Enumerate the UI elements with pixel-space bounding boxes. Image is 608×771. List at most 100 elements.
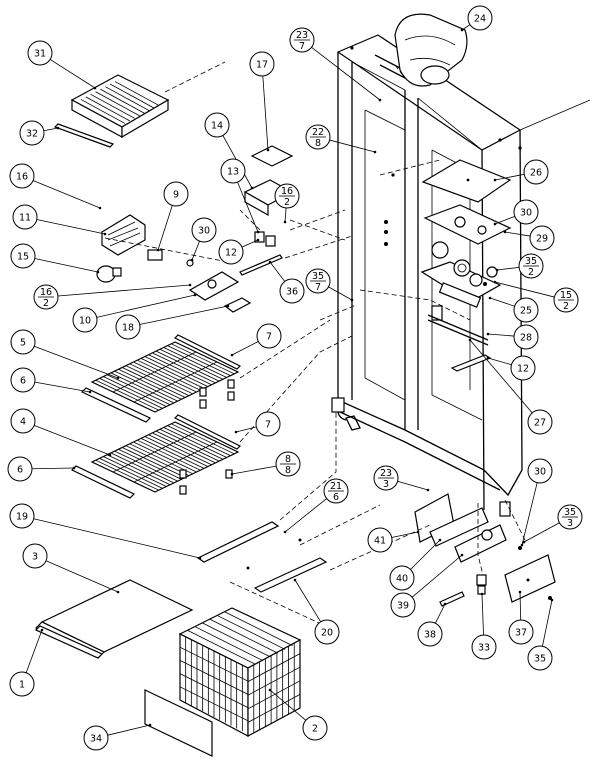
shelf-upper (90, 334, 242, 413)
callout-7: 7 (230, 323, 282, 357)
callout-numerator: 35 (564, 507, 576, 518)
callout-label: 27 (534, 418, 546, 429)
callout-label: 17 (256, 60, 268, 71)
callout-4: 4 (10, 408, 112, 457)
callout-label: 39 (397, 601, 409, 612)
callout-23-7: 237 (289, 27, 382, 102)
basket-front (144, 689, 213, 757)
switch-bracket (188, 271, 240, 301)
callout-label: 35 (534, 654, 546, 665)
callout-circle (191, 217, 217, 243)
rod-36 (239, 254, 283, 276)
callout-label: 12 (225, 248, 237, 259)
callout-circle (249, 51, 275, 77)
callout-circle (218, 239, 244, 265)
callout-label: 37 (515, 628, 527, 639)
shelf-support-right (450, 354, 492, 372)
tray-strip (53, 123, 115, 148)
callout-layer: 3132171422823724161191316212301516210183… (7, 5, 583, 751)
callout-numerator: 23 (296, 30, 308, 41)
callout-37: 37 (508, 590, 534, 645)
callout-circle (390, 592, 416, 618)
callout-denominator: 7 (299, 41, 305, 52)
knob-33 (476, 574, 487, 595)
callout-11: 11 (12, 204, 107, 236)
callout-denominator: 8 (285, 465, 291, 476)
callout-circle (10, 367, 36, 393)
callout-circle (527, 645, 553, 671)
callout-label: 34 (90, 734, 102, 745)
callout-circle (115, 314, 141, 340)
clip-12 (265, 235, 276, 247)
callout-30: 30 (190, 217, 217, 262)
panel-37 (504, 554, 556, 603)
control-bracket (423, 204, 512, 245)
callout-label: 19 (16, 512, 28, 523)
callout-16: 16 (9, 163, 102, 210)
shelf-supports-upper (199, 379, 235, 409)
callout-12: 12 (218, 238, 260, 265)
callout-numerator: 21 (330, 481, 342, 492)
callout-24: 24 (460, 5, 493, 32)
callout-label: 30 (520, 208, 532, 219)
callout-label: 6 (17, 465, 23, 476)
callout-label: 7 (266, 332, 272, 343)
callout-circle (508, 619, 534, 645)
callout-circle (22, 543, 48, 569)
rail-20 (253, 557, 328, 593)
callout-circle (7, 456, 33, 482)
callout-denominator: 2 (43, 298, 49, 309)
callout-label: 7 (265, 420, 271, 431)
callout-circle (527, 409, 553, 435)
callout-6: 6 (7, 456, 76, 482)
callout-41: 41 (367, 527, 420, 553)
glass-shelf (34, 579, 194, 659)
rod-38 (439, 591, 465, 607)
callout-6: 6 (10, 367, 92, 394)
callout-circle (513, 199, 539, 225)
callout-label: 30 (534, 467, 546, 478)
callout-circle (279, 278, 305, 304)
callout-circle (10, 408, 36, 434)
callout-circle (523, 159, 549, 185)
dispenser-39 (454, 524, 507, 563)
door-frame-40 (429, 507, 489, 547)
callout-14: 14 (204, 112, 254, 190)
callout-label: 11 (19, 213, 31, 224)
callout-label: 6 (20, 376, 26, 387)
callout-label: 3 (32, 552, 38, 563)
callout-40: 40 (389, 538, 442, 591)
callout-21-6: 216 (283, 478, 349, 534)
callout-28: 28 (486, 324, 539, 350)
rail-19 (196, 521, 280, 563)
callout-label: 25 (520, 306, 532, 317)
callout-label: 20 (321, 628, 333, 639)
callout-label: 1 (19, 680, 25, 691)
callout-circle (12, 204, 38, 230)
callout-circle (10, 243, 36, 269)
callout-label: 16 (16, 172, 28, 183)
callout-2: 2 (268, 688, 328, 741)
screw-30 (186, 259, 194, 267)
callout-circle (9, 503, 35, 529)
callout-10: 10 (72, 293, 197, 333)
callout-circle (9, 163, 35, 189)
block-18 (223, 297, 252, 313)
callout-1: 1 (9, 628, 44, 697)
callout-label: 31 (34, 49, 46, 60)
plate-17 (250, 145, 294, 167)
callout-circle (417, 621, 443, 647)
callout-label: 4 (20, 417, 26, 428)
callout-3: 3 (22, 543, 120, 594)
callout-label: 13 (227, 167, 239, 178)
callout-circle (529, 225, 555, 251)
callout-circle (510, 355, 536, 381)
callout-35-2: 352 (495, 253, 544, 279)
callout-label: 2 (312, 724, 318, 735)
callout-30: 30 (493, 199, 539, 226)
callout-denominator: 6 (333, 492, 339, 503)
callout-35-3: 353 (522, 504, 583, 544)
shelf-trim-1 (34, 625, 104, 659)
callout-numerator: 23 (380, 468, 392, 479)
